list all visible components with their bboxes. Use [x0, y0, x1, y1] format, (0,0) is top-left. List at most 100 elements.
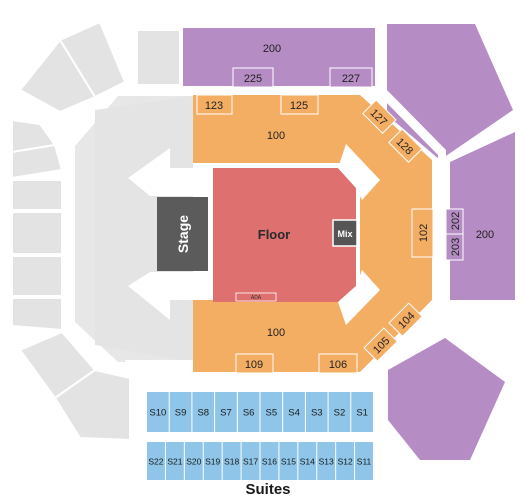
suite-s9[interactable]	[169, 392, 192, 432]
grey-section-top-box[interactable]	[136, 29, 181, 86]
suite-s12[interactable]	[336, 442, 355, 480]
suite-label-s7: S7	[220, 408, 232, 419]
label-100-bottom: 100	[267, 327, 285, 339]
label-202: 202	[450, 212, 462, 230]
label-109: 109	[245, 359, 263, 371]
suite-s22[interactable]	[147, 442, 165, 480]
grey-section-left-2[interactable]	[11, 143, 64, 180]
label-123: 123	[205, 100, 223, 112]
box-104[interactable]	[388, 302, 423, 337]
aisle-arrow-bottom-left	[128, 272, 213, 320]
suite-s6[interactable]	[237, 392, 260, 432]
suite-s20[interactable]	[184, 442, 203, 480]
suite-s11[interactable]	[355, 442, 373, 480]
box-109[interactable]	[235, 353, 274, 374]
suite-s21[interactable]	[165, 442, 184, 480]
suites-title: Suites	[245, 481, 290, 498]
label-106: 106	[329, 359, 347, 371]
box-227[interactable]	[329, 67, 373, 88]
lower-bowl	[193, 95, 432, 372]
mix-label: Mix	[337, 229, 352, 239]
suite-label-s1: S1	[356, 408, 368, 419]
ada-label: ADA	[251, 295, 262, 301]
box-127[interactable]	[362, 99, 397, 134]
label-125: 125	[290, 100, 308, 112]
section-labels: 200 225 227 123 125 100 127 128 102 202 …	[196, 43, 494, 374]
grey-section-bottom-left-2[interactable]	[53, 368, 131, 442]
suite-label-s21: S21	[167, 457, 182, 467]
box-105[interactable]	[363, 327, 398, 362]
label-203: 203	[450, 238, 462, 256]
suite-label-s10: S10	[149, 408, 166, 419]
suite-label-s5: S5	[266, 408, 278, 419]
suite-s3[interactable]	[305, 392, 328, 432]
section-200-right[interactable]	[450, 132, 515, 300]
suite-s17[interactable]	[241, 442, 260, 480]
grey-section-left-4[interactable]	[11, 211, 63, 255]
box-225[interactable]	[232, 67, 274, 88]
suite-label-s20: S20	[186, 457, 201, 467]
suite-label-s13: S13	[319, 457, 334, 467]
suite-label-s14: S14	[300, 457, 315, 467]
suite-s2[interactable]	[328, 392, 351, 432]
suite-s15[interactable]	[279, 442, 298, 480]
box-123[interactable]	[196, 94, 233, 115]
suite-label-s16: S16	[262, 457, 277, 467]
suite-label-s11: S11	[357, 457, 372, 467]
label-100-top: 100	[267, 130, 285, 142]
suite-s16[interactable]	[260, 442, 279, 480]
suite-s19[interactable]	[203, 442, 222, 480]
grey-section-left-3[interactable]	[11, 179, 63, 211]
mix-position	[332, 219, 358, 247]
stage-label: Stage	[175, 215, 191, 253]
suite-label-s22: S22	[148, 457, 163, 467]
box-106[interactable]	[318, 353, 358, 374]
section-200-bottom-right[interactable]	[388, 338, 505, 460]
floor-section[interactable]	[213, 168, 356, 302]
aisle-arrows	[128, 144, 380, 325]
upper-level	[183, 24, 515, 460]
lower-bowl-shape[interactable]	[193, 95, 432, 372]
box-102[interactable]	[411, 208, 434, 258]
aisle-arrow-bottom-right	[338, 270, 380, 325]
suite-label-s8: S8	[197, 408, 209, 419]
suite-label-s3: S3	[311, 408, 323, 419]
label-200-top: 200	[263, 43, 281, 55]
box-125[interactable]	[280, 94, 319, 115]
suite-s5[interactable]	[260, 392, 283, 432]
suite-label-s9: S9	[175, 408, 187, 419]
suite-label-s17: S17	[243, 457, 258, 467]
ada-platform	[235, 292, 277, 302]
suite-label-s18: S18	[224, 457, 239, 467]
stage	[157, 197, 208, 271]
suite-s7[interactable]	[215, 392, 237, 432]
grey-section-top-left-inner[interactable]	[18, 38, 97, 114]
suite-s10[interactable]	[147, 392, 169, 432]
suite-label-s19: S19	[205, 457, 220, 467]
grey-section-left-5[interactable]	[11, 255, 63, 297]
suite-s4[interactable]	[283, 392, 305, 432]
suite-label-s4: S4	[288, 408, 300, 419]
suite-s18[interactable]	[222, 442, 241, 480]
suites-row-1: S10 S9 S8 S7 S6 S5 S4 S3 S2 S1	[147, 392, 373, 432]
suite-label-s2: S2	[334, 408, 346, 419]
suite-s8[interactable]	[192, 392, 215, 432]
label-227: 227	[342, 73, 360, 85]
floor-label: Floor	[258, 227, 291, 242]
box-128[interactable]	[388, 128, 423, 163]
label-102: 102	[418, 224, 430, 242]
aisle-arrow-top-left	[128, 148, 213, 196]
suite-s1[interactable]	[351, 392, 373, 432]
label-200-right: 200	[476, 229, 494, 241]
grey-section-left-6[interactable]	[11, 297, 63, 332]
suite-label-s6: S6	[243, 408, 255, 419]
label-225: 225	[244, 73, 262, 85]
suite-s14[interactable]	[298, 442, 317, 480]
suite-label-s15: S15	[281, 457, 296, 467]
suites-row-2: S22 S21 S20 S19 S18 S17 S16 S15 S14 S13 S12 S11	[147, 442, 373, 480]
suite-label-s12: S12	[338, 457, 353, 467]
box-203[interactable]	[445, 233, 464, 261]
suite-s13[interactable]	[317, 442, 336, 480]
aisle-arrow-top-right	[338, 144, 380, 200]
